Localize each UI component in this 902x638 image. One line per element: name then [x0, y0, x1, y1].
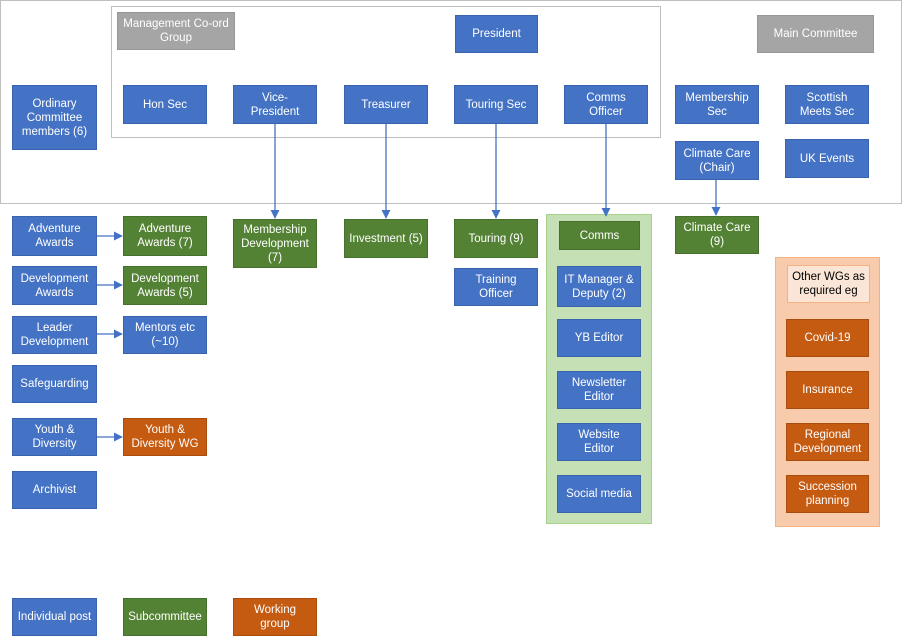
node-regional-development: Regional Development	[786, 423, 869, 461]
node-safeguarding: Safeguarding	[12, 365, 97, 403]
node-ordinary-members: Ordinary Committee members (6)	[12, 85, 97, 150]
node-president: President	[455, 15, 538, 53]
node-treasurer: Treasurer	[344, 85, 428, 124]
node-youth-diversity: Youth & Diversity	[12, 418, 97, 456]
node-development-awards: Development Awards	[12, 266, 97, 305]
legend-working-group: Working group	[233, 598, 317, 636]
node-social-media: Social media	[557, 475, 641, 513]
legend-individual-post: Individual post	[12, 598, 97, 636]
node-other-wgs: Other WGs as required eg	[787, 265, 870, 303]
node-climate-care-chair: Climate Care (Chair)	[675, 141, 759, 180]
node-adventure-awards-subcommittee: Adventure Awards (7)	[123, 216, 207, 256]
legend-subcommittee: Subcommittee	[123, 598, 207, 636]
node-management-group: Management Co-ord Group	[117, 12, 235, 50]
node-archivist: Archivist	[12, 471, 97, 509]
node-it-manager: IT Manager & Deputy (2)	[557, 266, 641, 307]
node-succession-planning: Succession planning	[786, 475, 869, 513]
node-comms-officer: Comms Officer	[564, 85, 648, 124]
node-uk-events: UK Events	[785, 139, 869, 178]
node-newsletter-editor: Newsletter Editor	[557, 371, 641, 409]
node-youth-diversity-wg: Youth & Diversity WG	[123, 418, 207, 456]
node-vice-president: Vice-President	[233, 85, 317, 124]
node-covid: Covid-19	[786, 319, 869, 357]
node-insurance: Insurance	[786, 371, 869, 409]
node-website-editor: Website Editor	[557, 423, 641, 461]
node-climate-care: Climate Care (9)	[675, 216, 759, 254]
node-investment: Investment (5)	[344, 219, 428, 258]
node-scottish-meets-sec: Scottish Meets Sec	[785, 85, 869, 124]
node-mentors: Mentors etc (~10)	[123, 316, 207, 354]
node-touring: Touring (9)	[454, 219, 538, 258]
node-main-committee: Main Committee	[757, 15, 874, 53]
node-hon-sec: Hon Sec	[123, 85, 207, 124]
node-yb-editor: YB Editor	[557, 319, 641, 357]
node-touring-sec: Touring Sec	[454, 85, 538, 124]
comms-panel	[546, 214, 652, 524]
node-training-officer: Training Officer	[454, 268, 538, 306]
node-leader-development: Leader Development	[12, 316, 97, 354]
node-membership-sec: Membership Sec	[675, 85, 759, 124]
node-comms: Comms	[559, 221, 640, 250]
node-membership-development: Membership Development (7)	[233, 219, 317, 268]
node-adventure-awards: Adventure Awards	[12, 216, 97, 256]
node-development-awards-subcommittee: Development Awards (5)	[123, 266, 207, 305]
